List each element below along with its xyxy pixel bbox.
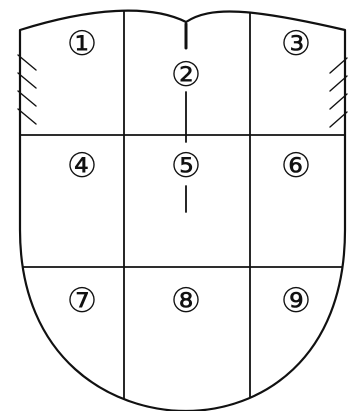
zone-label-7: ⑦	[67, 281, 97, 321]
zone-label-3: ③	[281, 24, 311, 64]
zone-label-5: ⑤	[171, 146, 201, 186]
zone-label-4: ④	[67, 146, 97, 186]
zone-label-9: ⑨	[281, 281, 311, 321]
zone-label-1: ①	[67, 24, 97, 64]
zone-label-8: ⑧	[171, 281, 201, 321]
zone-label-2: ②	[171, 55, 201, 95]
zone-label-6: ⑥	[281, 146, 311, 186]
